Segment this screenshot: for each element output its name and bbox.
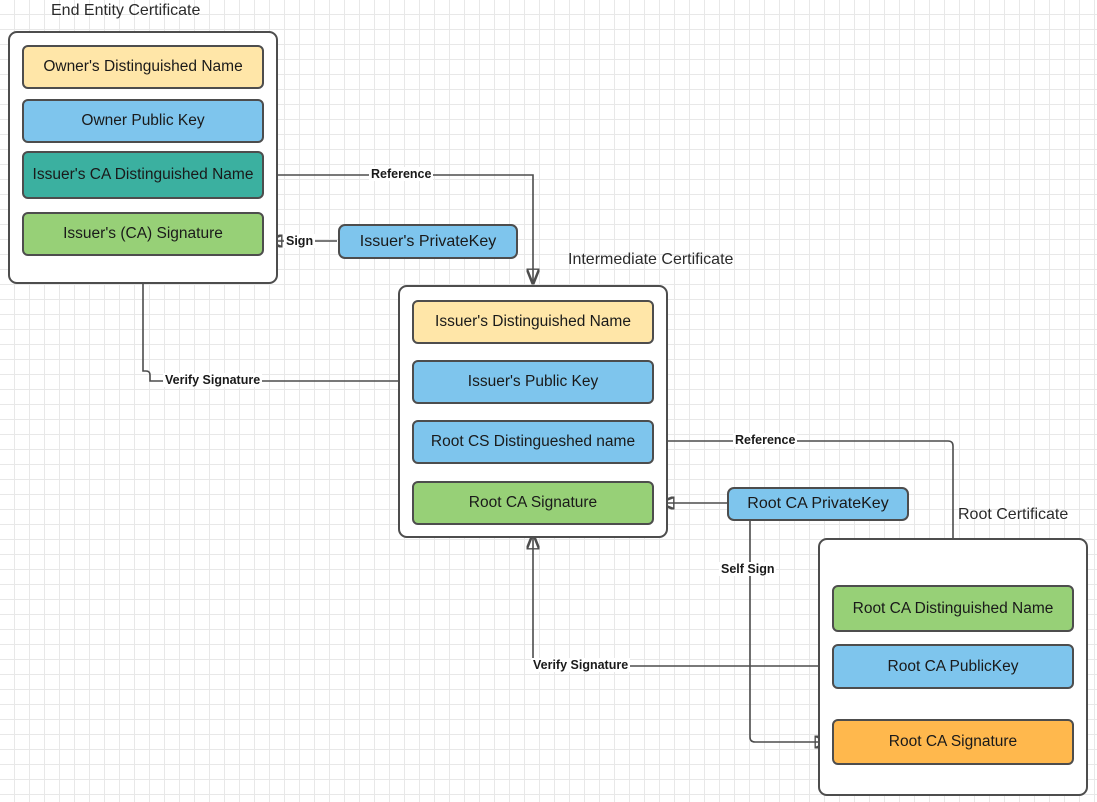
field-issuers-ca-distinguished-name[interactable]: Issuer's CA Distinguished Name xyxy=(22,151,264,199)
field-root-ca-publickey[interactable]: Root CA PublicKey xyxy=(832,644,1074,689)
field-owners-distinguished-name[interactable]: Owner's Distinguished Name xyxy=(22,45,264,89)
title-intermediate-certificate: Intermediate Certificate xyxy=(568,251,734,268)
edge-label-verify-signature-top: Verify Signature xyxy=(163,373,263,387)
edge-label-verify-signature-bottom: Verify Signature xyxy=(531,658,631,672)
field-owner-public-key[interactable]: Owner Public Key xyxy=(22,99,264,143)
field-intermediate-root-ca-signature[interactable]: Root CA Signature xyxy=(412,481,654,525)
title-end-entity-certificate: End Entity Certificate xyxy=(51,2,201,19)
edge-label-reference-bottom: Reference xyxy=(733,433,798,447)
root-ca-privatekey-box[interactable]: Root CA PrivateKey xyxy=(727,487,909,521)
issuers-privatekey-box[interactable]: Issuer's PrivateKey xyxy=(338,224,518,259)
edge-label-sign: Sign xyxy=(284,234,316,248)
field-issuers-ca-signature[interactable]: Issuer's (CA) Signature xyxy=(22,212,264,256)
edge-label-reference-top: Reference xyxy=(369,167,434,181)
title-root-certificate: Root Certificate xyxy=(958,506,1069,523)
edge-label-self-sign: Self Sign xyxy=(719,562,777,576)
field-root-cs-distingueshed-name[interactable]: Root CS Distingueshed name xyxy=(412,420,654,464)
field-root-ca-distinguished-name[interactable]: Root CA Distinguished Name xyxy=(832,585,1074,632)
field-root-ca-signature[interactable]: Root CA Signature xyxy=(832,719,1074,765)
field-issuers-distinguished-name[interactable]: Issuer's Distinguished Name xyxy=(412,300,654,344)
edge-verify-signature-bottom xyxy=(533,535,829,667)
field-issuers-public-key[interactable]: Issuer's Public Key xyxy=(412,360,654,404)
